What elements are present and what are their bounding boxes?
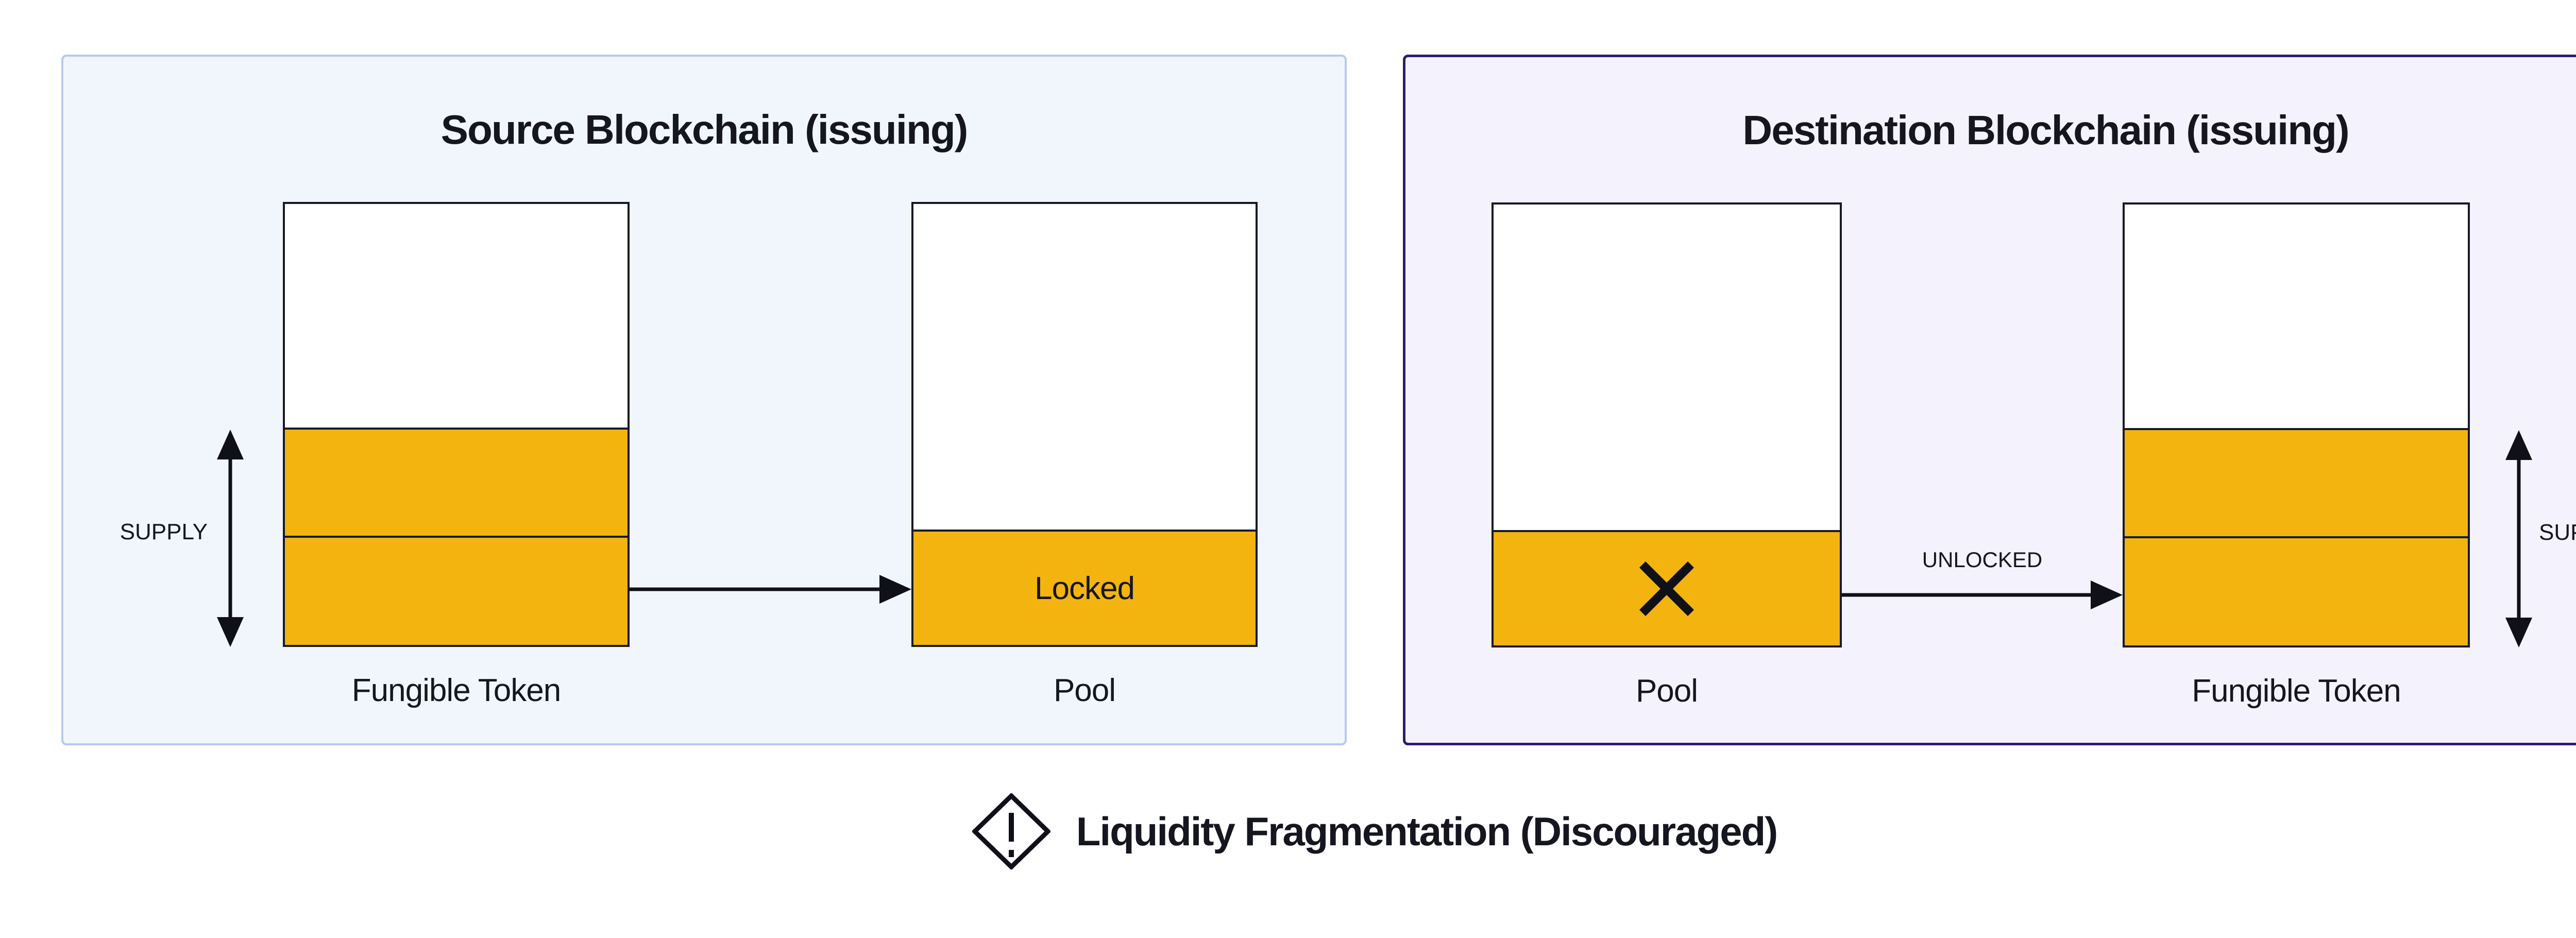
pool-label: Pool xyxy=(1053,673,1116,708)
pool-label: Pool xyxy=(1635,673,1698,709)
pool-empty-segment xyxy=(1494,204,1840,530)
pool-blocked-segment xyxy=(1494,530,1840,645)
unlocked-label: UNLOCKED xyxy=(1922,548,2043,572)
caption: Liquidity Fragmentation (Discouraged) xyxy=(0,793,2576,869)
supply-label: SUPPLY xyxy=(2539,520,2576,545)
fungible-token-supply-segment-upper xyxy=(2125,428,2468,536)
fungible-token-label: Fungible Token xyxy=(2192,673,2401,709)
warning-diamond-icon xyxy=(972,793,1050,869)
fungible-token-supply-segment-lower xyxy=(2125,536,2468,645)
pool-empty-segment xyxy=(913,204,1256,530)
source-blockchain-panel: Source Blockchain (issuing) SUPPLY Locke… xyxy=(61,55,1347,745)
caption-text: Liquidity Fragmentation (Discouraged) xyxy=(1076,808,1778,854)
pool-bar: Locked xyxy=(911,202,1258,647)
lock-transfer-arrow-icon xyxy=(630,575,911,604)
locked-label: Locked xyxy=(1035,570,1135,606)
supply-label: SUPPLY xyxy=(120,519,208,544)
fungible-token-empty-segment xyxy=(2125,204,2468,428)
pool-bar xyxy=(1492,202,1842,647)
supply-range-arrow-icon xyxy=(2505,430,2532,647)
fungible-token-supply-segment-upper xyxy=(285,428,628,536)
destination-blockchain-panel: Destination Blockchain (issuing) UNLOCKE… xyxy=(1403,55,2576,745)
supply-range-arrow-icon xyxy=(217,430,244,647)
source-panel-title: Source Blockchain (issuing) xyxy=(440,107,969,152)
destination-panel-title: Destination Blockchain (issuing) xyxy=(1742,107,2349,153)
fungible-token-label: Fungible Token xyxy=(351,673,561,708)
fungible-token-supply-segment-lower xyxy=(285,536,628,645)
fungible-token-bar xyxy=(283,202,630,647)
unlock-transfer-arrow-icon xyxy=(1842,581,2123,609)
fungible-token-bar xyxy=(2123,202,2470,647)
blocked-x-icon xyxy=(1639,561,1694,617)
fungible-token-empty-segment xyxy=(285,204,628,428)
pool-locked-segment: Locked xyxy=(913,530,1256,645)
